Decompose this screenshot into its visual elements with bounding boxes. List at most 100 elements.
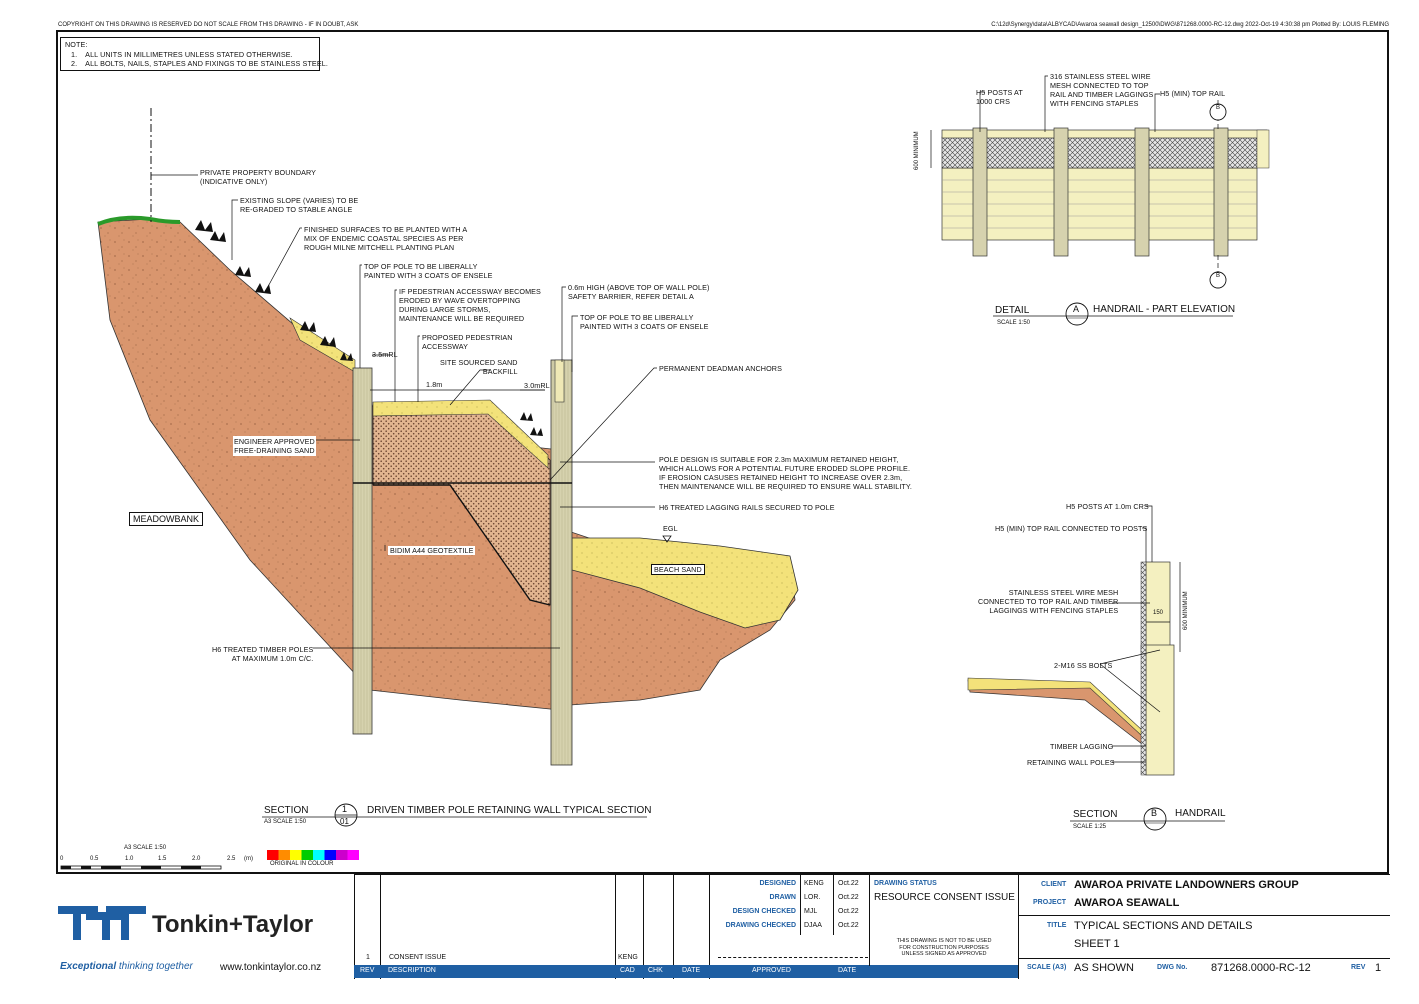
section-b-title-name: HANDRAIL (1175, 808, 1226, 819)
title-label: TITLE (1047, 922, 1067, 929)
rev-label: REV (1351, 964, 1366, 971)
note-2: 2. ALL BOLTS, NAILS, STAPLES AND FIXINGS… (71, 59, 328, 68)
egl-marker (662, 535, 672, 543)
signoff-label-design-checked: DESIGN CHECKED (732, 908, 796, 915)
drawing-scale: AS SHOWN (1074, 962, 1134, 974)
signoff-date-designed: Oct.22 (838, 880, 859, 887)
colour-note: ORIGINAL IN COLOUR (270, 861, 334, 867)
b-marker-top: B (1216, 105, 1221, 111)
drawing-number-bar: SCALE (A3) AS SHOWN DWG No. 871268.0000-… (1018, 958, 1390, 979)
file-path: C:\12d\Synergy\data\ALBYCAD\Awaroa seawa… (991, 22, 1389, 28)
rev-header-date: DATE (682, 967, 701, 974)
signoff-name-design-checked: MJL (804, 908, 818, 915)
rev-row-1-rev: 1 (366, 954, 370, 961)
section-1-title-num-bottom: 01 (340, 817, 349, 826)
section-1-drawing (97, 108, 799, 766)
colour-swatch (347, 850, 359, 860)
label-mesh-a: 316 STAINLESS STEEL WIRE MESH CONNECTED … (1050, 72, 1154, 108)
geotextile-line (373, 484, 551, 606)
signoff-label-designed: DESIGNED (759, 880, 796, 887)
approval-signature-line (718, 957, 868, 958)
rev-header-rev: REV (360, 967, 375, 974)
company-tagline: Exceptional thinking together (60, 961, 193, 972)
label-safety-barrier: 0.6m HIGH (ABOVE TOP OF WALL POLE) SAFET… (568, 283, 710, 301)
section-1-title-scale: A3 SCALE 1:50 (264, 819, 307, 825)
grass-top (97, 215, 181, 226)
label-finished-surfaces: FINISHED SURFACES TO BE PLANTED WITH A M… (304, 225, 468, 252)
client-name: AWAROA PRIVATE LANDOWNERS GROUP (1074, 879, 1299, 891)
scale-tick-4: 2.0 (192, 856, 201, 862)
label-top-rail-a: H5 (MIN) TOP RAIL (1160, 89, 1226, 98)
colour-swatch (278, 850, 290, 860)
detail-a-title-scale: SCALE 1:50 (997, 320, 1031, 326)
label-bidim: BIDIM A44 GEOTEXTILE (388, 546, 476, 555)
label-engineer-sand: ENGINEER APPROVED FREE-DRAINING SAND (233, 436, 316, 456)
client-label: CLIENT (1041, 881, 1067, 888)
tagline-part-1: Exceptional (60, 961, 119, 972)
scale-unit: (m) (244, 856, 253, 862)
scale-bar-title: A3 SCALE 1:50 (124, 845, 167, 851)
section-1-leaders (151, 174, 657, 649)
label-timber-poles: H6 TREATED TIMBER POLES AT MAXIMUM 1.0m … (212, 645, 314, 663)
drawing-number: 871268.0000-RC-12 (1211, 962, 1311, 974)
copyright-note: COPYRIGHT ON THIS DRAWING IS RESERVED DO… (58, 22, 359, 28)
scale-bar-graphic (60, 865, 222, 870)
label-top-pole-1: TOP OF POLE TO BE LIBERALLY PAINTED WITH… (364, 262, 493, 280)
rev-row-1-description: CONSENT ISSUE (389, 954, 447, 961)
label-600-min-a: 600 MINIMUM (914, 131, 920, 170)
tt-logo-icon (58, 906, 146, 940)
colour-swatch (301, 850, 313, 860)
section-b-drawing (967, 505, 1181, 776)
scale-tick-5: 2.5 (227, 856, 236, 862)
label-h5-posts: H5 POSTS AT 1000 CRS (976, 88, 1023, 106)
section-1-title-name: DRIVEN TIMBER POLE RETAINING WALL TYPICA… (367, 805, 652, 816)
section-b-title-word: SECTION (1073, 809, 1118, 820)
section-b-title-scale: SCALE 1:25 (1073, 824, 1107, 830)
colour-swatch (267, 850, 279, 860)
safety-barrier-post (554, 359, 565, 403)
label-posts-b: H5 POSTS AT 1.0m CRS (1066, 502, 1149, 511)
section-b-title-letter: B (1151, 808, 1158, 818)
revision-header-bar: REV DESCRIPTION CAD CHK DATE APPROVED DA… (354, 965, 1018, 978)
label-600-min-b: 600 MINIMUM (1183, 591, 1189, 630)
not-for-construction-note: THIS DRAWING IS NOT TO BE USED FOR CONST… (896, 938, 992, 957)
lagging-strip-b (1140, 644, 1147, 776)
signoff-date-design-checked: Oct.22 (838, 908, 859, 915)
section-b-title-circle (1143, 807, 1167, 831)
note-1: 1. ALL UNITS IN MILLIMETRES UNLESS STATE… (71, 50, 293, 59)
scale-label: SCALE (A3) (1027, 964, 1067, 971)
label-top-rail-b: H5 (MIN) TOP RAIL CONNECTED TO POSTS (995, 524, 1148, 533)
planting-shrubs (195, 220, 543, 436)
handrail-posts (972, 127, 1229, 257)
label-top-pole-2: TOP OF POLE TO BE LIBERALLY PAINTED WITH… (580, 313, 709, 331)
drawing-canvas (60, 75, 1270, 870)
label-mesh-b: STAINLESS STEEL WIRE MESH CONNECTED TO T… (978, 588, 1119, 615)
label-site-sand: SITE SOURCED SAND BACKFILL (440, 358, 518, 376)
colour-swatch (324, 850, 336, 860)
b-section-markers (1209, 103, 1227, 289)
colour-swatch (290, 850, 302, 860)
drawing-status: RESOURCE CONSENT ISSUE (874, 892, 1015, 903)
revision-table: 1 CONSENT ISSUE KENG (354, 874, 710, 979)
rev-header-description: DESCRIPTION (388, 967, 436, 974)
detail-a-title-circle (1065, 302, 1089, 326)
drawing-title-1: TYPICAL SECTIONS AND DETAILS (1074, 920, 1253, 932)
section-b-leaders (1099, 505, 1181, 763)
scale-tick-2: 1.0 (125, 856, 134, 862)
wire-mesh-panel (941, 136, 1258, 169)
notes-box: NOTE: 1. ALL UNITS IN MILLIMETRES UNLESS… (60, 37, 328, 71)
tagline-part-2: thinking together (118, 961, 193, 972)
label-pole-design: POLE DESIGN IS SUITABLE FOR 2.3m MAXIMUM… (659, 455, 912, 491)
drawing-frame (56, 30, 1389, 874)
signoff-date-drawn: Oct.22 (838, 894, 859, 901)
drawing-revision: 1 (1375, 962, 1382, 974)
notes-heading: NOTE: (65, 40, 88, 49)
mesh-strip-b (1140, 561, 1147, 653)
section-1-title-num-top: 1 (342, 804, 348, 814)
rev-header-approved: APPROVED (752, 967, 791, 974)
colour-swatch (313, 850, 325, 860)
label-lagging-rails: H6 TREATED LAGGING RAILS SECURED TO POLE (659, 503, 835, 512)
label-width-1-8: 1.8m (426, 380, 443, 389)
signoff-name-designed: KENG (804, 880, 824, 887)
scale-tick-1: 0.5 (90, 856, 99, 862)
